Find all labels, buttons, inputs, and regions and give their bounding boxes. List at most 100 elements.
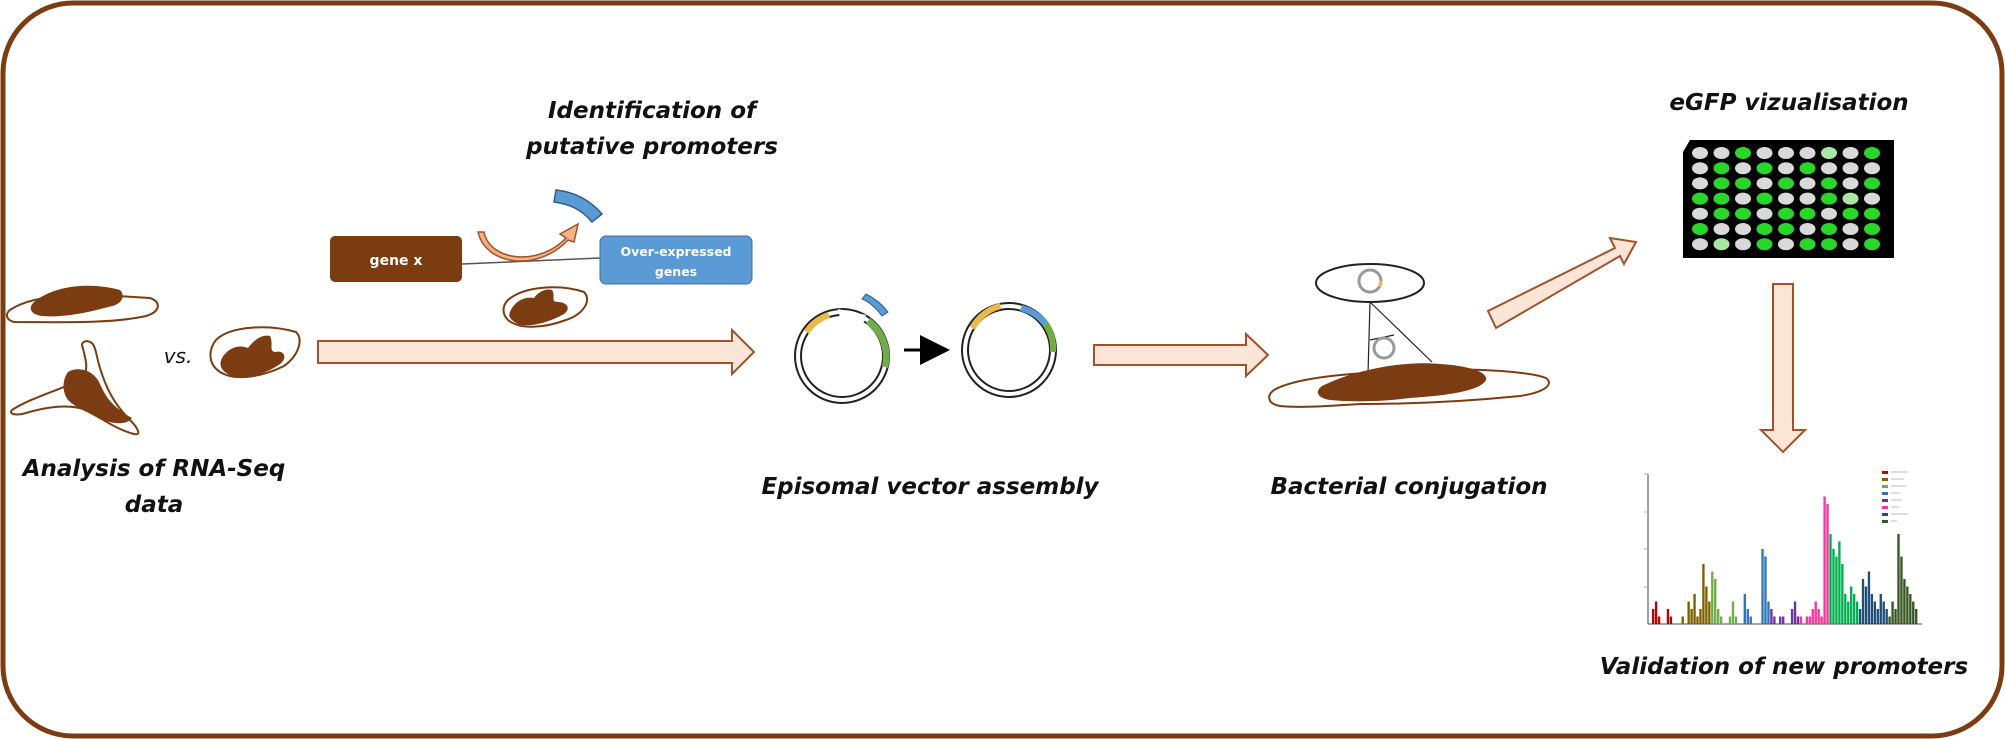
plate-well [1778,192,1794,205]
chart-bar [1876,609,1879,624]
chart-bars [1652,496,1918,624]
plate-well [1735,162,1751,175]
plate-well [1735,207,1751,220]
process-arrow-2 [1093,331,1270,379]
chart-bar [1894,609,1897,624]
chart-bar [1799,616,1803,624]
cell-nucleus-3 [220,335,285,378]
bacterial-cell-nucleus [1317,363,1487,402]
vs-label: vs. [164,344,193,368]
process-arrow-3 [1486,236,1638,330]
well-plate [1683,140,1894,258]
plate-well [1821,177,1837,190]
curved-arrow [477,222,580,262]
plate-well [1821,223,1837,235]
chart-bar [1864,586,1868,624]
chart-bar [1654,601,1658,624]
plate-well [1692,162,1708,175]
plate-well [1778,177,1794,190]
plate-well [1735,238,1751,251]
analysis-title-line2: data [125,492,184,518]
chart-bar [1779,616,1782,624]
plate-well [1864,162,1880,175]
plate-well [1778,238,1794,251]
chart-bar [1909,594,1912,624]
plate-well [1756,223,1773,235]
validation-title: Validation of new promoters [1600,654,1968,680]
gene-connector-line [461,257,601,265]
plate-well [1778,147,1794,159]
chart-bar [1790,609,1794,624]
chart-bar [1796,616,1800,624]
cell-group-left [5,285,301,436]
plasmid-closed [961,302,1057,398]
plate-well [1735,147,1751,159]
chart-bar [1657,616,1661,624]
plate-well [1756,162,1773,175]
chart-bar [1773,616,1776,624]
identification-title-line1: Identification of [548,98,759,124]
conjugation-title: Bacterial conjugation [1270,474,1547,500]
cell-nucleus-4 [509,289,568,326]
plate-well [1799,177,1816,190]
chart-bar [1734,616,1738,624]
chart-bar [1820,616,1823,624]
chart-bar [1882,601,1885,624]
chart-bar [1681,616,1684,624]
chart-bar [1814,601,1817,624]
plate-well [1713,162,1730,175]
overexpressed-label-line2: genes [655,264,697,279]
chart-bar [1823,496,1826,624]
chart-bar [1731,601,1735,624]
chart-bar [1696,616,1699,624]
chart-bar [1870,594,1874,624]
plate-well [1713,192,1730,205]
chart-bar [1690,609,1693,624]
gene-x-box [330,236,462,282]
chart-bar [1808,616,1811,624]
plate-well [1842,162,1859,175]
chart-bar [1873,601,1877,624]
chart-bar [1835,556,1838,624]
egfp-title: eGFP vizualisation [1669,90,1908,116]
plate-well [1756,177,1773,190]
chart-bar [1867,571,1871,624]
identification-title-line2: putative promoters [525,134,778,160]
chart-bar [1852,594,1856,624]
plate-well [1842,192,1859,205]
plate-well [1864,177,1880,190]
chart-bar [1793,601,1797,624]
plate-well [1799,192,1816,205]
process-arrow-4 [1758,283,1808,454]
plasmid-promoter-fragment [861,293,889,317]
chart-tick-marks [1644,473,1648,588]
chart-bar [1829,534,1832,624]
chart-bar [1669,616,1673,624]
chart-bar [1687,601,1690,624]
chart-bar [1693,594,1696,624]
plate-well [1842,207,1859,220]
plasmid-open [794,308,890,404]
chart-bar [1900,556,1903,624]
plate-well [1842,177,1859,190]
chart-bar [1844,594,1847,624]
plate-well [1756,238,1773,251]
plate-well [1864,223,1880,235]
plate-well [1756,147,1773,159]
plate-well [1713,147,1730,159]
chart-bar [1764,556,1767,624]
chart-bar [1906,586,1909,624]
chart-bar [1855,601,1859,624]
overexpressed-genes-box [599,235,753,285]
chart-bar [1711,571,1714,624]
chart-legend [1882,471,1908,523]
plate-well [1821,192,1837,205]
chart-bar [1903,579,1906,624]
plate-well [1864,238,1880,251]
plate-well [1799,147,1816,159]
chart-bar [1811,609,1814,624]
plate-well [1692,207,1708,220]
plate-well [1692,192,1708,205]
chart-bar [1761,549,1764,624]
